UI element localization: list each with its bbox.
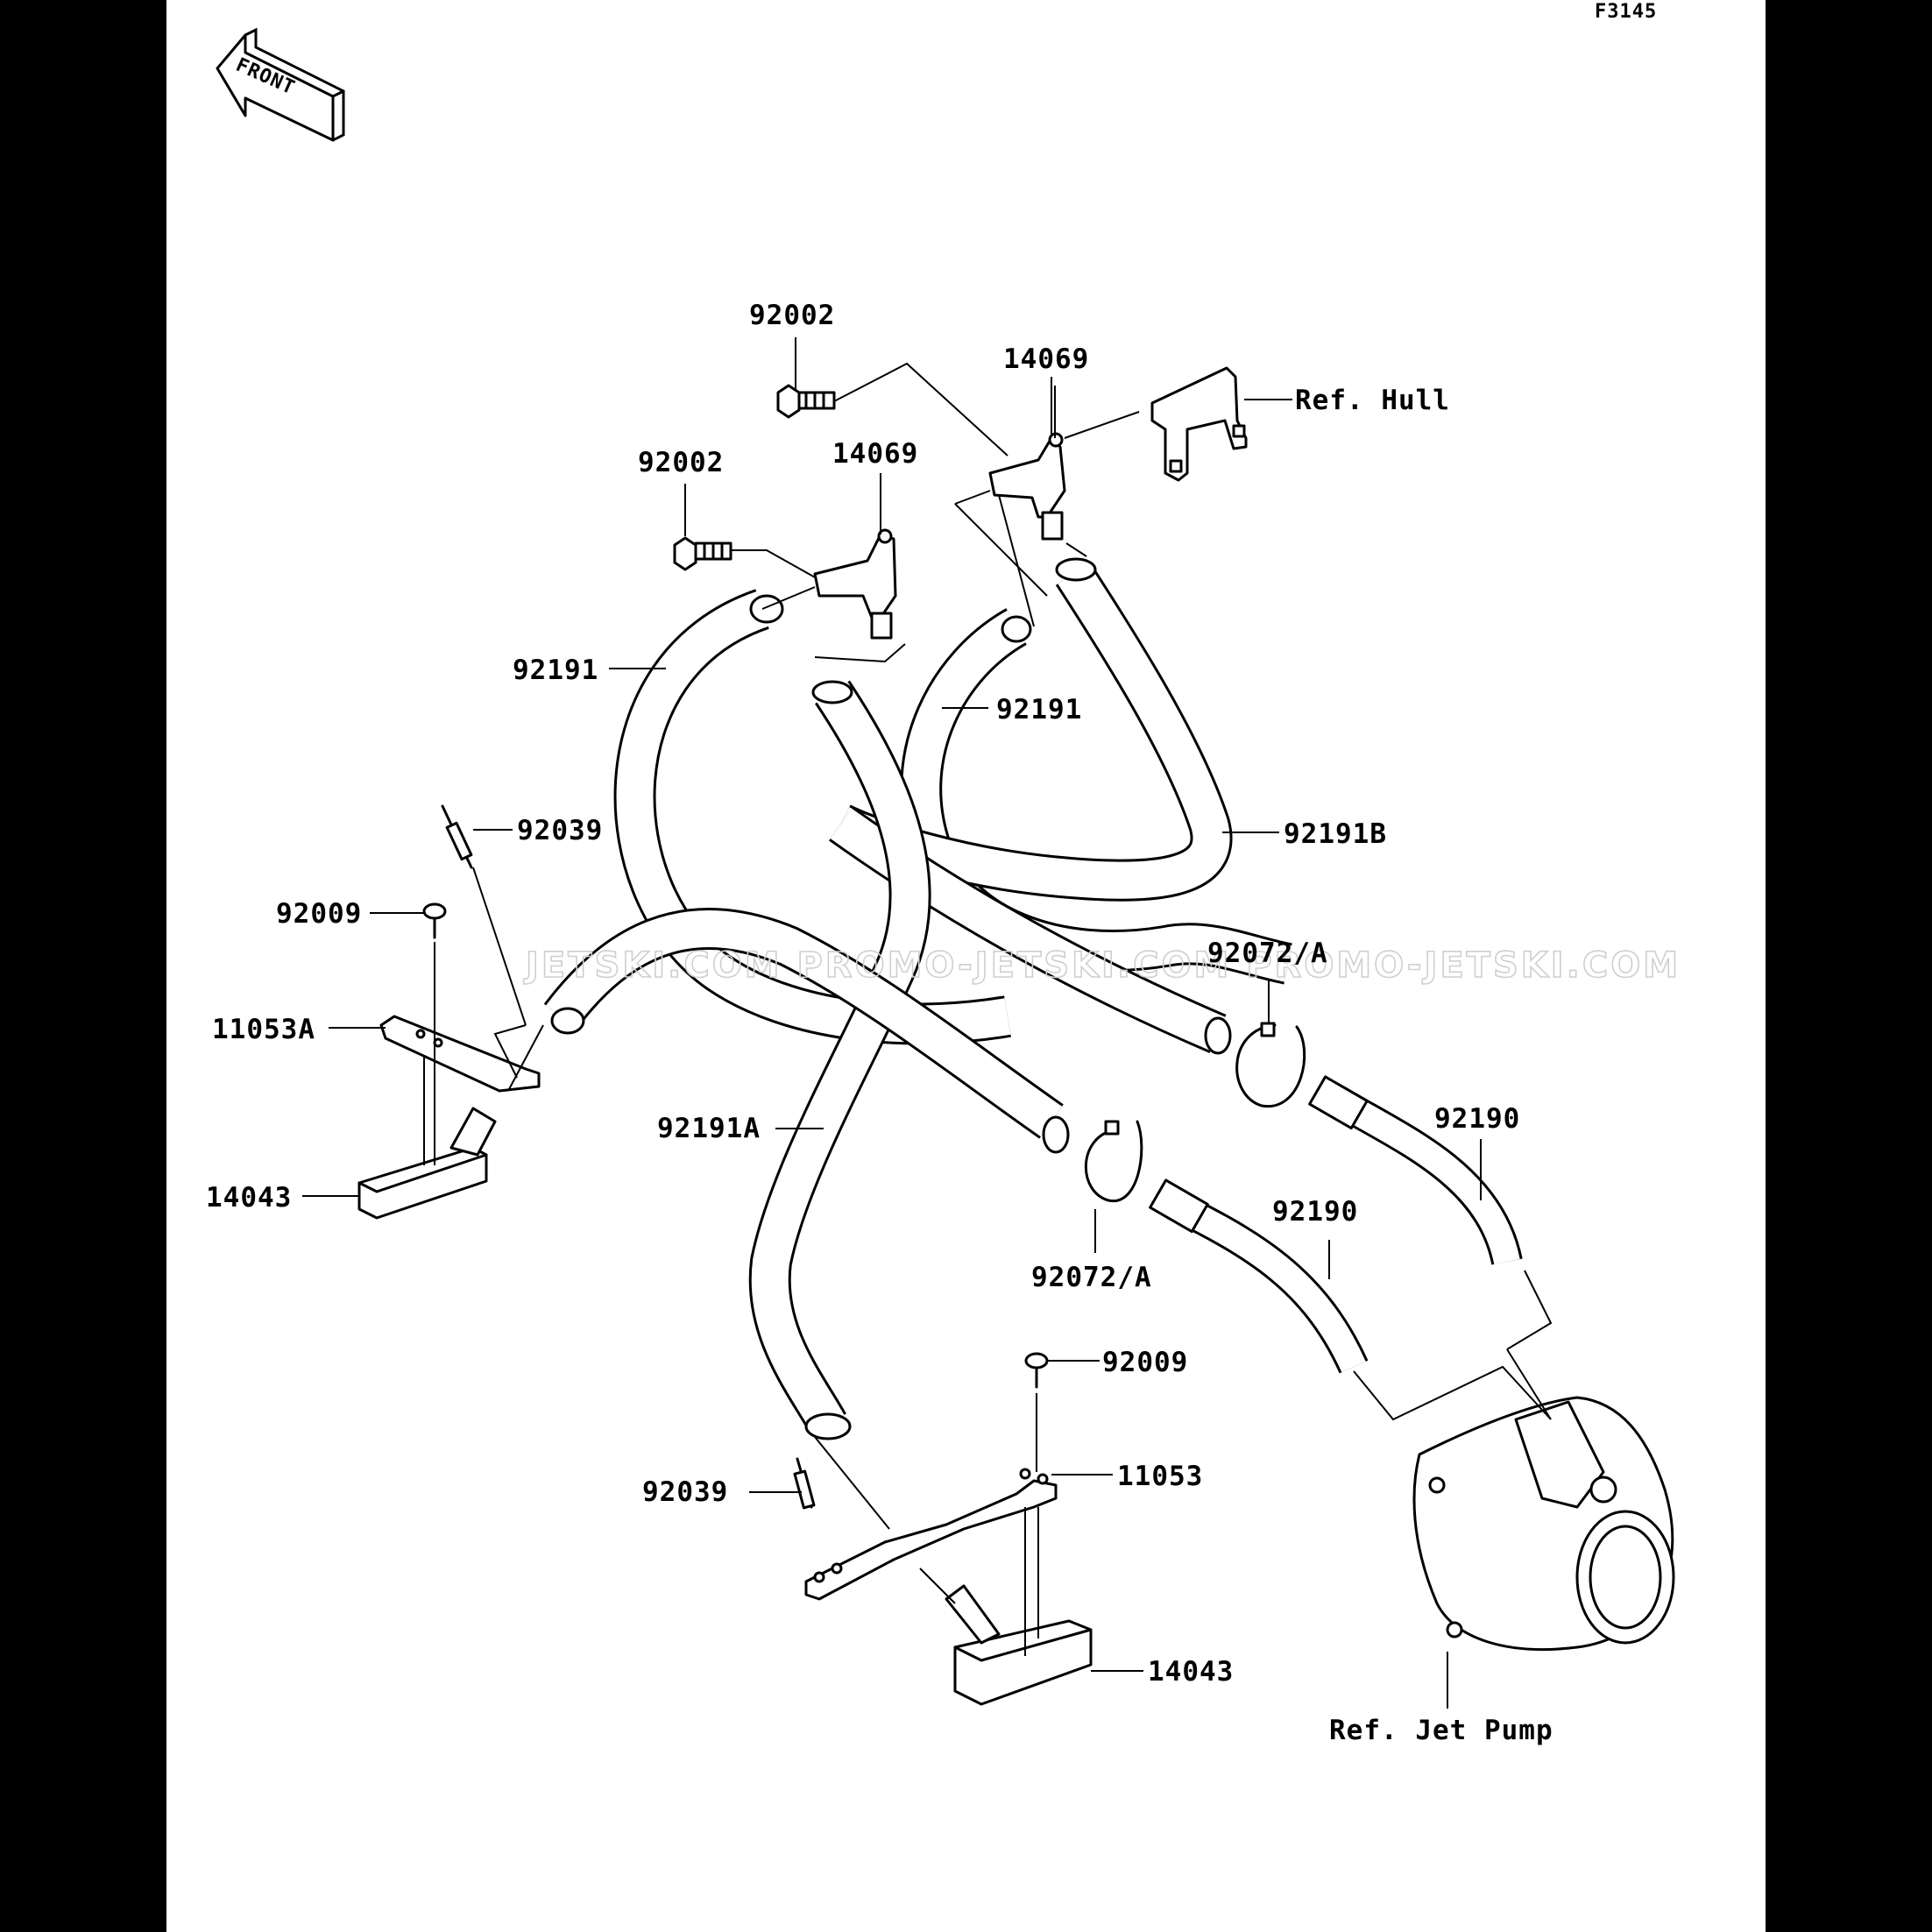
label-92191-left: 92191 <box>513 655 598 686</box>
bracket-11053a <box>379 1015 541 1093</box>
label-92002-lower: 92002 <box>638 447 724 478</box>
bracket-11053 <box>804 1468 1058 1601</box>
tap-screw-92039-right <box>793 1457 816 1510</box>
label-ref-hull: Ref. Hull <box>1295 385 1450 416</box>
label-ref-jet-pump: Ref. Jet Pump <box>1329 1715 1553 1746</box>
label-14069-right: 14069 <box>1003 343 1089 375</box>
label-11053: 11053 <box>1117 1461 1203 1492</box>
hose-92191a <box>543 680 1064 1434</box>
label-92072a-upper: 92072/A <box>1207 938 1328 969</box>
label-92190-right: 92190 <box>1434 1103 1520 1135</box>
label-11053a: 11053A <box>212 1014 315 1045</box>
label-14043-left: 14043 <box>206 1182 292 1214</box>
label-92191a: 92191A <box>657 1113 761 1144</box>
clamp-92072a-upper <box>1235 1022 1306 1108</box>
label-92009-right: 92009 <box>1102 1347 1188 1378</box>
screw-92009-right <box>1024 1352 1049 1389</box>
leader-lines <box>423 362 1553 1656</box>
bolt-92002-lower <box>673 536 732 571</box>
hull-bracket <box>1150 366 1248 482</box>
jet-pump <box>1412 1396 1675 1651</box>
screw-92009-left <box>422 902 447 939</box>
tap-screw-92039-left <box>441 804 473 869</box>
label-92009-left: 92009 <box>276 898 362 930</box>
label-92039-right: 92039 <box>642 1476 728 1508</box>
strainer-14043-left <box>357 1107 497 1220</box>
fitting-14069-left <box>813 528 897 640</box>
figure-id: F3145 <box>1595 1 1657 23</box>
label-92191-middle: 92191 <box>996 694 1082 725</box>
watermark: JETSKI.COM PROMO-JETSKI.COM PROMO-JETSKI… <box>523 945 1681 986</box>
label-92191b: 92191B <box>1284 818 1387 850</box>
bolt-92002-upper <box>776 384 836 419</box>
label-92190-left: 92190 <box>1272 1196 1358 1228</box>
callout-leaders <box>302 337 1482 1709</box>
hose-92191b <box>829 562 1233 1054</box>
label-14069-left: 14069 <box>832 438 918 470</box>
clamp-92072a-lower <box>1084 1120 1143 1202</box>
front-arrow-icon: FRONT <box>216 27 345 142</box>
strainer-14043-right <box>945 1584 1093 1706</box>
hose-ends <box>550 557 1232 1440</box>
fitting-14069-right <box>988 432 1066 541</box>
label-14043-right: 14043 <box>1148 1656 1234 1688</box>
pipe-92190-right <box>1308 1075 1523 1266</box>
label-92039-left: 92039 <box>517 815 603 846</box>
pipe-92190-left <box>1149 1178 1369 1374</box>
label-92072a-lower: 92072/A <box>1031 1262 1152 1293</box>
label-92002-upper: 92002 <box>749 300 835 331</box>
